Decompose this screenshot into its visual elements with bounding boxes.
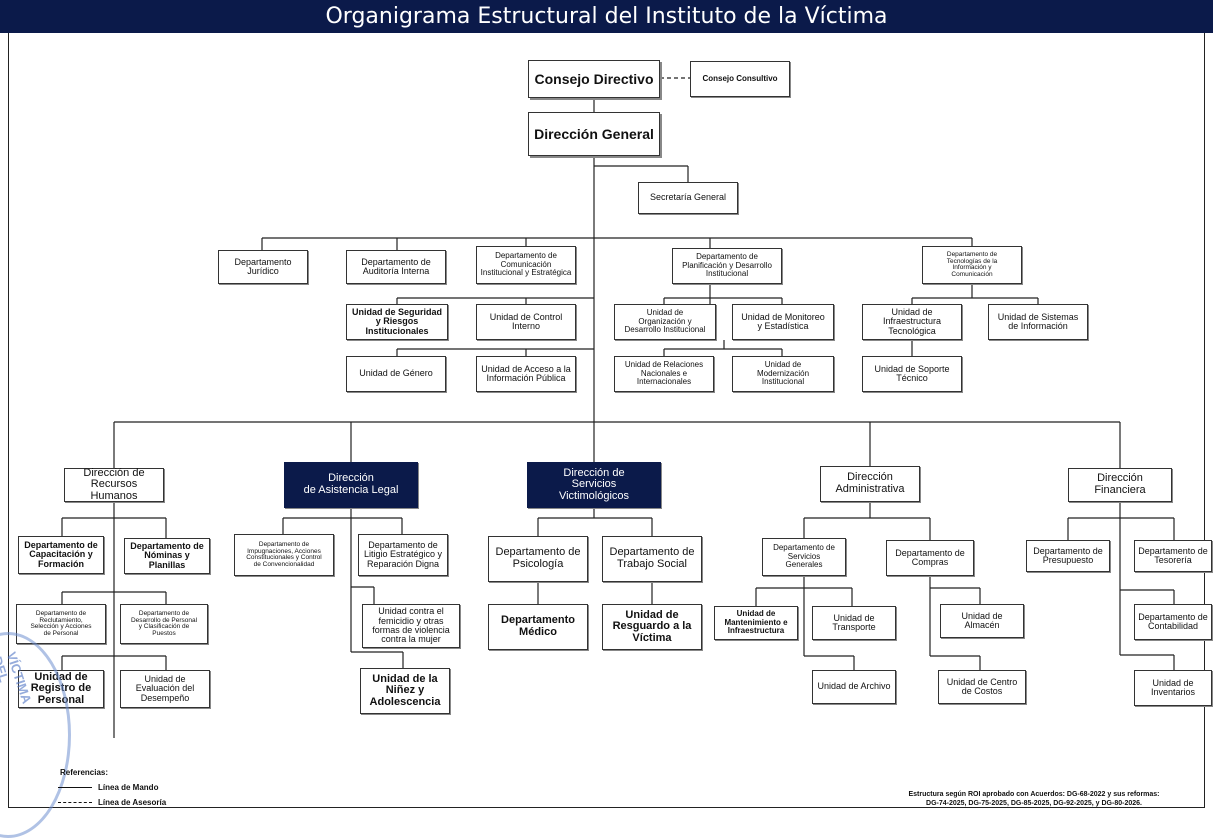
node-d-financiera: Dirección Financiera	[1068, 468, 1172, 502]
legend-asesoria: Línea de Asesoría	[58, 798, 166, 807]
legend-mando-label: Línea de Mando	[98, 783, 159, 792]
node-consejo-directivo: Consejo Directivo	[528, 60, 660, 98]
chart-title: Organigrama Estructural del Instituto de…	[0, 0, 1213, 33]
node-dep-psicologia: Departamento de Psicología	[488, 536, 588, 582]
node-dep-comunicacion: Departamento de Comunicación Institucion…	[476, 246, 576, 284]
footnote-line1: Estructura según ROI aprobado con Acuerd…	[908, 790, 1160, 798]
solid-line-icon	[58, 787, 92, 789]
node-secretaria-general: Secretaría General	[638, 182, 738, 214]
chart-frame	[8, 33, 1205, 808]
node-u-femicidio: Unidad contra el femicidio y otras forma…	[362, 604, 460, 648]
node-u-organizacion: Unidad de Organización y Desarrollo Inst…	[614, 304, 716, 340]
legend-heading: Referencias:	[60, 768, 109, 777]
node-u-acceso: Unidad de Acceso a la Información Públic…	[476, 356, 576, 392]
node-u-inventarios: Unidad de Inventarios	[1134, 670, 1212, 706]
node-u-control: Unidad de Control Interno	[476, 304, 576, 340]
node-u-monitoreo: Unidad de Monitoreo y Estadística	[732, 304, 834, 340]
node-u-transporte: Unidad de Transporte	[812, 606, 896, 640]
node-u-ninez: Unidad de la Niñez y Adolescencia	[360, 668, 450, 714]
node-dep-desarrollo-personal: Departamento de Desarrollo de Personal y…	[120, 604, 208, 644]
node-u-almacen: Unidad de Almacén	[940, 604, 1024, 638]
node-dep-auditoria: Departamento de Auditoría Interna	[346, 250, 446, 284]
node-u-sistemas: Unidad de Sistemas de Información	[988, 304, 1088, 340]
node-dep-nominas: Departamento de Nóminas y Planillas	[124, 538, 210, 574]
connector-lines	[61, 77, 1175, 738]
node-u-modernizacion: Unidad de Modernización Institucional	[732, 356, 834, 392]
node-u-resguardo: Unidad de Resguardo a la Víctima	[602, 604, 702, 650]
node-dep-presupuesto: Departamento de Presupuesto	[1026, 540, 1110, 572]
node-dep-planificacion: Departamento de Planificación y Desarrol…	[672, 248, 782, 284]
node-u-soporte: Unidad de Soporte Técnico	[862, 356, 962, 392]
node-u-relaciones: Unidad de Relaciones Nacionales e Intern…	[614, 356, 714, 392]
node-u-centro-costos: Unidad de Centro de Costos	[938, 670, 1026, 704]
node-u-evaluacion: Unidad de Evaluación del Desempeño	[120, 670, 210, 708]
dashed-line-icon	[58, 802, 92, 804]
node-u-genero: Unidad de Género	[346, 356, 446, 392]
node-u-mantenimiento: Unidad de Mantenimiento e Infraestructur…	[714, 606, 798, 640]
footnote: Estructura según ROI aprobado con Acuerd…	[869, 790, 1199, 808]
node-dep-litigio: Departamento de Litigio Estratégico y Re…	[358, 534, 448, 576]
node-dep-capacitacion: Departamento de Capacitación y Formación	[18, 536, 104, 574]
footnote-line2: DG-74-2025, DG-75-2025, DG-85-2025, DG-9…	[926, 799, 1142, 807]
node-dep-reclutamiento: Departamento de Reclutamiento, Selección…	[16, 604, 106, 644]
node-dep-compras: Departamento de Compras	[886, 540, 974, 576]
node-u-infraestructura-tec: Unidad de Infraestructura Tecnológica	[862, 304, 962, 340]
node-dep-medico: Departamento Médico	[488, 604, 588, 650]
node-dep-juridico: Departamento Jurídico	[218, 250, 308, 284]
node-d-administrativa: Dirección Administrativa	[820, 466, 920, 502]
node-dep-trabajo-social: Departamento de Trabajo Social	[602, 536, 702, 582]
node-dep-tecnologias: Departamento de Tecnologías de la Inform…	[922, 246, 1022, 284]
node-direccion-general: Dirección General	[528, 112, 660, 156]
node-d-victimologicos: Dirección de Servicios Victimológicos	[527, 462, 661, 508]
node-d-rrhh: Dirección de Recursos Humanos	[64, 467, 164, 502]
node-dep-servicios-generales: Departamento de Servicios Generales	[762, 538, 846, 576]
node-consejo-consultivo: Consejo Consultivo	[690, 61, 790, 97]
node-dep-impugnaciones: Departamento de Impugnaciones, Acciones …	[234, 534, 334, 576]
node-u-archivo: Unidad de Archivo	[812, 670, 896, 704]
legend-asesoria-label: Línea de Asesoría	[98, 798, 167, 807]
node-d-asistencia: Dirección de Asistencia Legal	[284, 462, 418, 508]
node-dep-contabilidad: Departamento de Contabilidad	[1134, 604, 1212, 640]
node-u-seguridad: Unidad de Seguridad y Riesgos Institucio…	[346, 304, 448, 340]
legend-mando: Línea de Mando	[58, 783, 158, 792]
node-dep-tesoreria: Departamento de Tesorería	[1134, 540, 1212, 572]
